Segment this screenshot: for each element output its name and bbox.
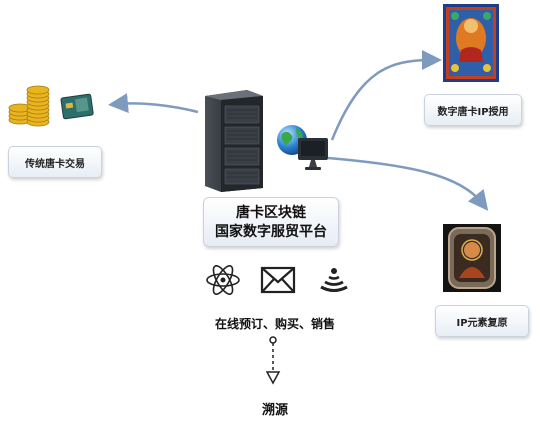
arrow-to-ip-restore — [327, 156, 489, 211]
trace-text: 溯源 — [262, 403, 289, 418]
arrow-to-traditional — [108, 93, 199, 114]
ip-license-label: 数字唐卡IP授用 — [437, 106, 509, 118]
thangka-painting-image — [443, 4, 499, 82]
arrow-to-ip-license — [330, 50, 442, 141]
services-text: 在线预订、购买、销售 — [215, 317, 336, 331]
platform-title-line1: 唐卡区块链 — [236, 205, 306, 221]
platform-title-line2: 国家数字服贸平台 — [215, 224, 327, 240]
traditional-trade-box: 传统唐卡交易 — [8, 146, 102, 178]
bank-card-icon — [60, 93, 94, 120]
atom-icon — [206, 265, 240, 295]
envelope-icon — [260, 266, 296, 294]
platform-box: 唐卡区块链 国家数字服贸平台 — [203, 197, 339, 247]
globe-computer-icon — [277, 125, 328, 170]
signal-icon — [320, 268, 348, 292]
ip-restore-box: IP元素复原 — [435, 305, 529, 337]
server-icon — [205, 90, 263, 192]
gold-coins-icon — [8, 85, 50, 127]
traditional-trade-label: 传统唐卡交易 — [25, 158, 85, 170]
thangka-amulet-image — [443, 224, 501, 292]
trace-arrow — [265, 336, 281, 385]
ip-restore-label: IP元素复原 — [456, 317, 508, 329]
ip-license-box: 数字唐卡IP授用 — [424, 94, 522, 126]
